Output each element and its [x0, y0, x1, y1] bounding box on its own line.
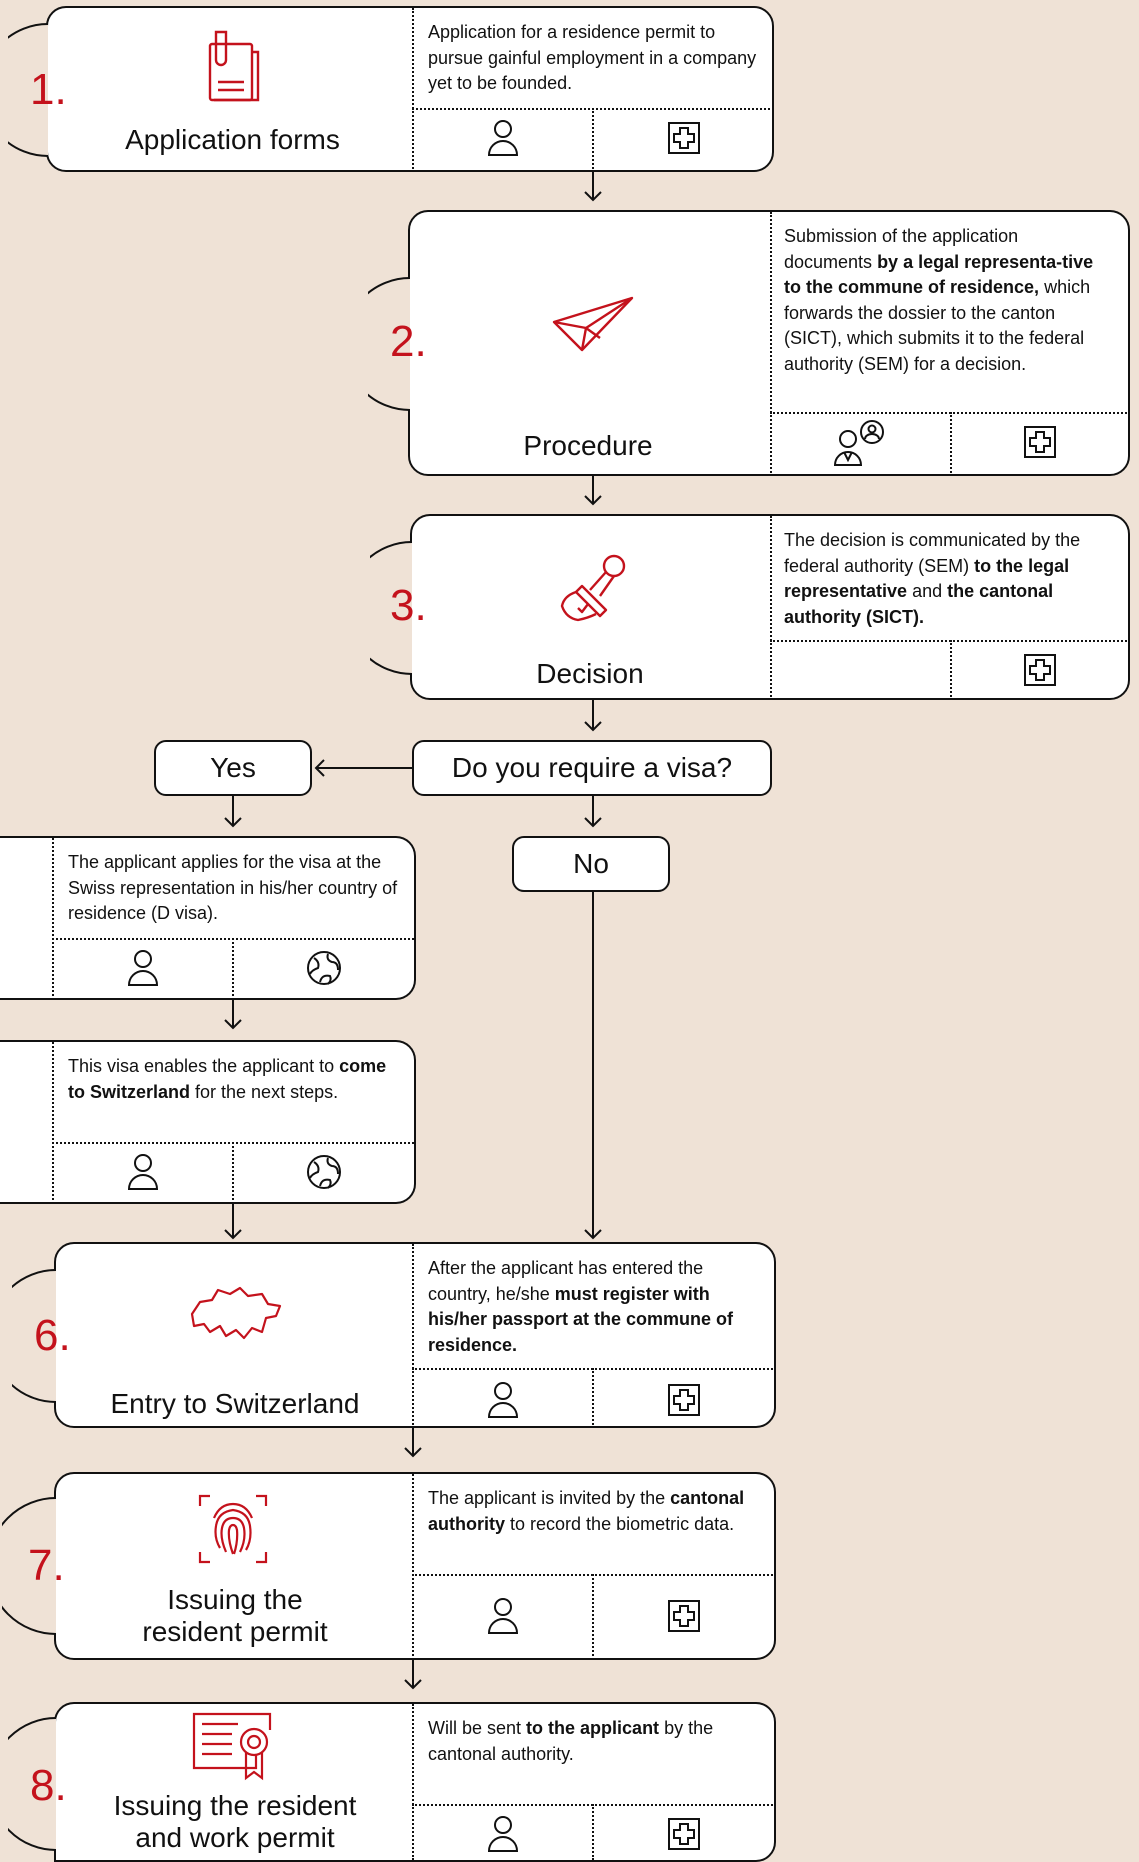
- swiss-cross-icon: [668, 1600, 700, 1632]
- text-part: which forwards the dossier to the canton…: [784, 277, 1091, 374]
- step-number: 1.: [30, 65, 67, 114]
- step-tab-3: [370, 541, 413, 675]
- swiss-cross-icon: [668, 1818, 700, 1850]
- person-icon: [488, 1816, 518, 1852]
- text-emphasis: to the legal representative: [784, 555, 1070, 602]
- person-icon: [488, 1382, 518, 1418]
- text-part: This visa enables the applicant to: [68, 1056, 340, 1076]
- visa-step-description: This visa enables the applicant to come …: [68, 1054, 398, 1105]
- paper-plane-icon: [552, 296, 634, 352]
- visa-step-card-2: [0, 1040, 416, 1204]
- step-title: Issuing the resident permit: [80, 1584, 390, 1648]
- step-card-6: [54, 1242, 776, 1428]
- person-icon: [488, 120, 518, 156]
- person-icon: [488, 1598, 518, 1634]
- step-number: 6.: [34, 1311, 71, 1360]
- yes-option: Yes: [154, 740, 312, 796]
- step-tab-2: [368, 277, 411, 411]
- certificate-icon: [192, 1712, 272, 1781]
- visa-step-description: The applicant applies for the visa at th…: [68, 852, 398, 923]
- step-title: Entry to Switzerland: [110, 1388, 360, 1419]
- text-emphasis: the cantonal authority (SICT).: [784, 581, 1054, 627]
- lawyer-icon: [834, 420, 884, 466]
- text-part: by the cantonal authority.: [428, 1718, 714, 1764]
- step-description: The decision is communicated by the fede…: [784, 528, 1104, 630]
- text-part: The decision is communicated by the fede…: [784, 530, 1081, 576]
- text-emphasis: come to Switzerland: [68, 1056, 387, 1102]
- step-card-3: [410, 514, 1130, 700]
- switzerland-map-icon: [190, 1286, 282, 1340]
- step-card-8: [54, 1702, 776, 1862]
- step-description: Submission of the application documents …: [784, 224, 1104, 377]
- title-line: resident permit: [142, 1616, 328, 1647]
- title-line: Issuing the resident: [113, 1790, 357, 1821]
- title-line: Issuing the: [167, 1584, 303, 1615]
- text-emphasis: to the applicant: [526, 1718, 660, 1738]
- document-clip-icon: [208, 30, 260, 102]
- step-card-7: [54, 1472, 776, 1660]
- text-part: for the next steps.: [190, 1081, 339, 1102]
- person-icon: [128, 1154, 158, 1190]
- step-tab-1: [8, 23, 49, 157]
- step-title: Decision: [536, 658, 644, 689]
- step-number: 8.: [30, 1761, 67, 1810]
- globe-icon: [307, 951, 341, 985]
- step-number: 7.: [28, 1541, 65, 1590]
- text-part: After the applicant has entered the coun…: [428, 1258, 704, 1304]
- step-title: Application forms: [125, 124, 340, 155]
- text-part: to record the biometric data.: [505, 1513, 735, 1534]
- step-tab-6: [12, 1269, 57, 1403]
- fingerprint-icon: [198, 1494, 268, 1564]
- text-part: Will be sent: [428, 1718, 527, 1738]
- step-number: 3.: [390, 581, 427, 630]
- visa-step-card-1: [0, 836, 416, 1000]
- no-option: No: [512, 836, 670, 892]
- step-description: After the applicant has entered the coun…: [428, 1256, 758, 1358]
- step-description: The applicant is invited by the cantonal…: [428, 1486, 758, 1537]
- swiss-cross-icon: [668, 1384, 700, 1416]
- globe-icon: [307, 1155, 341, 1189]
- person-icon: [128, 950, 158, 986]
- stamp-icon: [560, 554, 626, 622]
- text-emphasis: cantonal authority: [428, 1488, 745, 1534]
- step-description: Application for a residence permit to pu…: [428, 22, 757, 93]
- text-part: The applicant is invited by the: [428, 1488, 671, 1508]
- step-card-1: [46, 6, 774, 172]
- swiss-cross-icon: [1024, 426, 1056, 458]
- title-line: and work permit: [135, 1822, 335, 1853]
- visa-question: Do you require a visa?: [412, 740, 772, 796]
- text-emphasis: must register with his/her passport at t…: [428, 1283, 734, 1355]
- step-tab-7: [2, 1497, 57, 1635]
- swiss-cross-icon: [668, 122, 700, 154]
- step-card-2: [408, 210, 1130, 476]
- text-part: Submission of the application documents: [784, 226, 1019, 272]
- step-title: Procedure: [523, 430, 653, 461]
- step-description: Will be sent to the applicant by the can…: [428, 1716, 758, 1767]
- step-title: Issuing the resident and work permit: [80, 1790, 390, 1854]
- text-part: and: [907, 581, 948, 601]
- text-emphasis: by a legal representa-tive to the commun…: [784, 251, 1094, 298]
- swiss-cross-icon: [1024, 654, 1056, 686]
- step-tab-8: [8, 1717, 57, 1851]
- step-number: 2.: [390, 317, 427, 366]
